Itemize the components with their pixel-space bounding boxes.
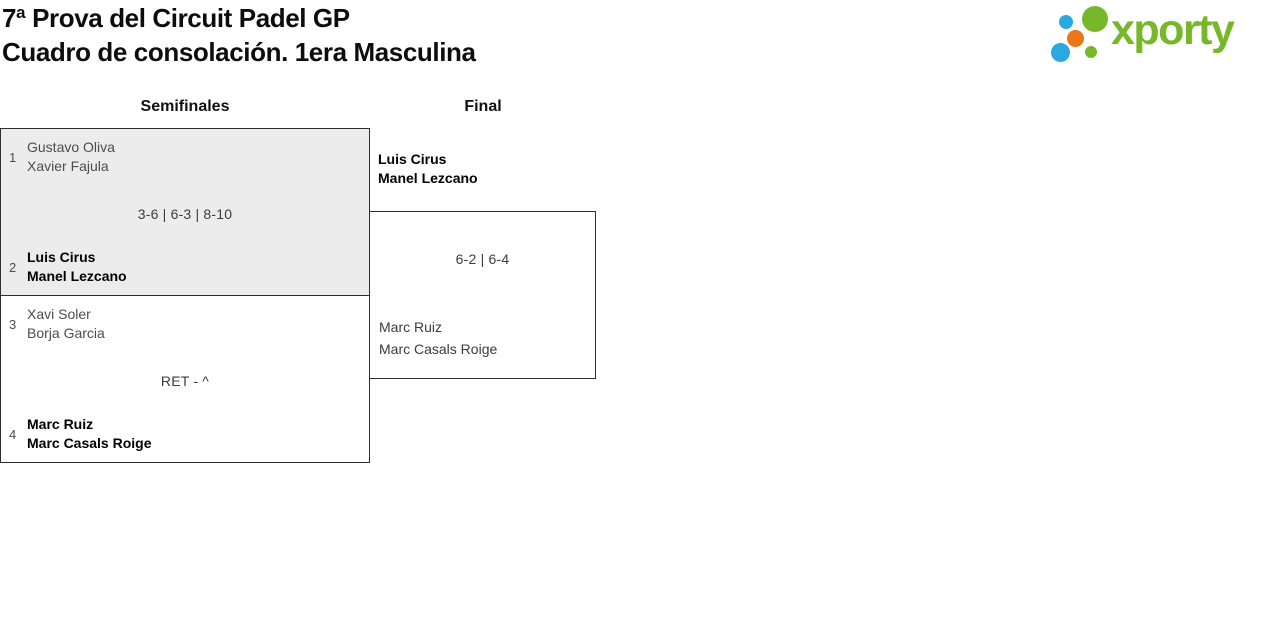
player-name: Marc Casals Roige [379, 341, 498, 357]
seed-label: 4 [9, 426, 17, 442]
logo-dot-green-small-icon [1085, 46, 1097, 58]
player-name: Luis Cirus [378, 151, 447, 167]
semifinal-1-team-1: 1 Gustavo Oliva Xavier Fajula [9, 138, 115, 176]
final-team-2: Marc Ruiz Marc Casals Roige [379, 316, 497, 360]
seed-label: 3 [9, 316, 17, 332]
match-score: RET - ^ [160, 373, 210, 389]
player-name: Xavi Soler [27, 306, 91, 322]
tournament-title: 7ª Prova del Circuit Padel GP [2, 3, 350, 33]
player-name: Borja Garcia [27, 325, 105, 341]
logo-dot-orange-icon [1067, 30, 1084, 47]
match-score: 3-6 | 6-3 | 8-10 [137, 206, 233, 222]
player-name: Marc Ruiz [27, 416, 94, 432]
logo-dot-blue-top-icon [1059, 15, 1073, 29]
logo-dot-blue-bottom-icon [1051, 43, 1070, 62]
team-players: Xavi Soler Borja Garcia [27, 305, 105, 343]
player-name: Marc Ruiz [379, 319, 443, 335]
logo-dot-green-large-icon [1082, 6, 1108, 32]
semifinal-2-team-2: 4 Marc Ruiz Marc Casals Roige [9, 415, 152, 453]
logo-wordmark: xporty [1111, 6, 1235, 54]
player-name: Manel Lezcano [27, 268, 127, 284]
team-players: Gustavo Oliva Xavier Fajula [27, 138, 115, 176]
seed-label: 2 [9, 259, 17, 275]
round-header-semifinals: Semifinales [140, 98, 230, 115]
seed-label: 1 [9, 149, 17, 165]
semifinal-2-match[interactable]: 3 Xavi Soler Borja Garcia RET - ^ 4 Marc… [0, 295, 370, 463]
category-subtitle: Cuadro de consolación. 1era Masculina [2, 37, 476, 67]
final-team-1: Luis Cirus Manel Lezcano [378, 150, 478, 188]
team-players-winner: Luis Cirus Manel Lezcano [27, 248, 127, 286]
semifinal-1-match[interactable]: 1 Gustavo Oliva Xavier Fajula 3-6 | 6-3 … [0, 128, 370, 296]
semifinal-1-team-2: 2 Luis Cirus Manel Lezcano [9, 248, 127, 286]
player-name: Gustavo Oliva [27, 139, 115, 155]
final-match[interactable]: 6-2 | 6-4 Marc Ruiz Marc Casals Roige [369, 211, 596, 379]
team-players-winner: Marc Ruiz Marc Casals Roige [27, 415, 152, 453]
player-name: Marc Casals Roige [27, 435, 152, 451]
final-score: 6-2 | 6-4 [455, 251, 510, 267]
player-name: Manel Lezcano [378, 170, 478, 186]
player-name: Xavier Fajula [27, 158, 109, 174]
round-header-final: Final [464, 98, 502, 115]
player-name: Luis Cirus [27, 249, 96, 265]
header: 7ª Prova del Circuit Padel GP Cuadro de … [2, 1, 476, 69]
semifinal-2-team-1: 3 Xavi Soler Borja Garcia [9, 305, 105, 343]
xporty-logo[interactable]: xporty [1043, 0, 1278, 70]
